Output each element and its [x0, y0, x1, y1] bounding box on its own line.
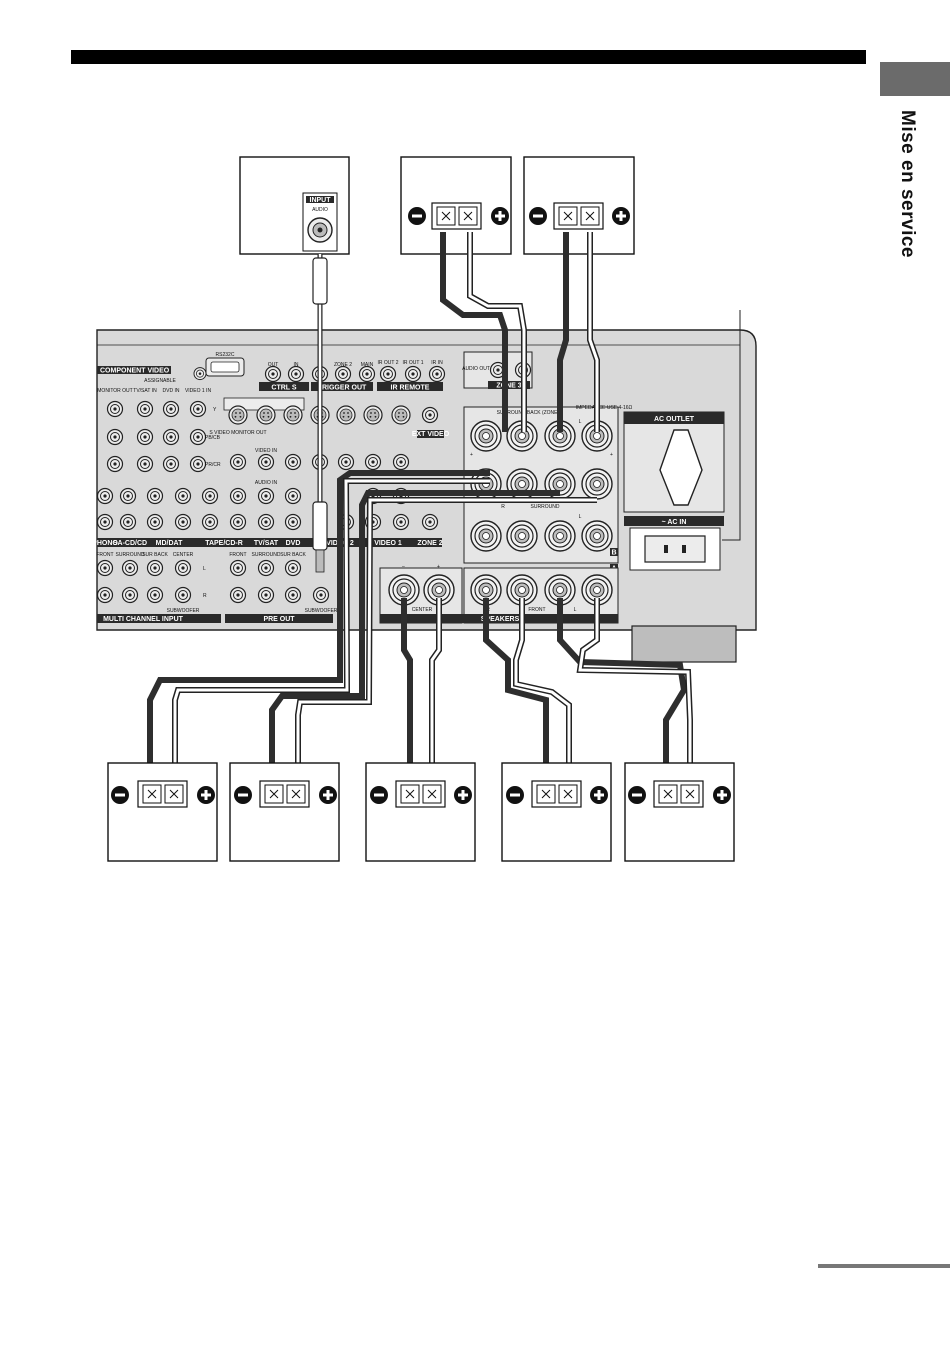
speaker-surround-back-right [400, 156, 512, 255]
input-dvd: DVD [286, 540, 301, 547]
ir-out1-label: IR OUT 1 [402, 360, 423, 366]
preout-subwoofer: SUBWOOFER [305, 608, 338, 614]
input-video1: VIDEO 1 [374, 540, 402, 547]
preout-surround: SURROUND [252, 552, 281, 558]
assignable-label: ASSIGNABLE [144, 378, 176, 384]
input-mddat: MD/DAT [156, 540, 183, 547]
ir-in-label: IR IN [431, 360, 443, 366]
mci-front: FRONT [96, 552, 113, 558]
mci-surback: SUR BACK [142, 552, 168, 558]
input-zone2: ZONE 2 [417, 540, 442, 547]
ac-outlet-label: AC OUTLET [654, 416, 695, 423]
speakers-label: SPEAKERS [481, 616, 520, 623]
receiver-rear-panel: RS232C COMPONENT VIDEO ASSIGNABLE MONITO… [92, 310, 757, 663]
subwoofer-box: INPUT AUDIO [239, 156, 350, 255]
surround-r-label: R [501, 504, 505, 510]
impedance-label: IMPEDANCE USE 4-16Ω [576, 405, 633, 411]
continue-rule [818, 1264, 950, 1268]
ctrl-s-in-label: IN [294, 362, 299, 368]
mci-surround: SURROUND [116, 552, 145, 558]
surround-label: SURROUND [531, 504, 560, 510]
surround-l-label: L [579, 514, 582, 520]
trigger-main-label: MAIN [361, 362, 374, 368]
ir-remote-label: IR REMOTE [391, 385, 430, 392]
ir-out2-label: IR OUT 2 [377, 360, 398, 366]
input-tvsat: TV/SAT [254, 540, 279, 547]
comp-col-dvd: DVD IN [163, 388, 180, 394]
speaker-cables [147, 232, 693, 790]
ctrl-s-label: CTRL S [271, 385, 296, 392]
comp-col-video1: VIDEO 1 IN [185, 388, 212, 394]
comp-row-pb: PB/CB [205, 435, 221, 441]
zone3-label: ZONE 3 [496, 383, 521, 390]
preout-surback: SUR BACK [280, 552, 306, 558]
front-l-label: L [574, 607, 577, 613]
speaker-center [365, 762, 476, 862]
audio-in-label: AUDIO IN [255, 480, 278, 486]
mci-l: L [203, 566, 206, 572]
pre-out-label: PRE OUT [263, 616, 295, 623]
header-bar [71, 50, 866, 64]
preout-front: FRONT [229, 552, 246, 558]
subwoofer-input-label: INPUT [310, 197, 332, 204]
component-video-label: COMPONENT VIDEO [100, 368, 170, 375]
speaker-surround-right [229, 762, 340, 862]
b-label: B [611, 550, 616, 557]
mci-center: CENTER [173, 552, 194, 558]
subwoofer-audio-label: AUDIO [312, 207, 328, 213]
center-minus: – [402, 564, 405, 570]
sb-plus-label: + [470, 452, 473, 458]
trigger-out-label: TRIGGER OUT [318, 385, 367, 392]
section-label: Mise en service [897, 110, 918, 258]
comp-row-y: Y [213, 407, 217, 413]
sb-l-label: L [579, 419, 582, 425]
speaker-surround-back-left [523, 156, 635, 255]
comp-col-tvsat: TV/SAT IN [133, 388, 157, 394]
trigger-zone2-label: ZONE 2 [334, 362, 352, 368]
section-tab [880, 62, 950, 96]
speaker-surround-left [107, 762, 218, 862]
ext-video-label: EXT VIDEO [412, 431, 450, 438]
ctrl-s-out-label: OUT [268, 362, 279, 368]
front-label: FRONT [528, 607, 545, 613]
input-tapecdr: TAPE/CD-R [205, 540, 243, 547]
center-plus: + [437, 564, 440, 570]
subwoofer-audio-jack [307, 217, 333, 243]
mci-subwoofer: SUBWOOFER [167, 608, 200, 614]
rs232c-label: RS232C [216, 352, 235, 358]
mci-r: R [203, 593, 207, 599]
speaker-front-right [501, 762, 612, 862]
s-video-monitor-label: S VIDEO MONITOR OUT [209, 430, 266, 436]
ac-in-label: ~ AC IN [662, 519, 687, 526]
speaker-front-left [624, 762, 735, 862]
sb-plus-label-2: + [610, 452, 613, 458]
multi-channel-input-label: MULTI CHANNEL INPUT [103, 616, 184, 623]
zone3-audio-out-label: AUDIO OUT [462, 366, 490, 372]
comp-row-pr: PR/CR [205, 462, 221, 468]
surround-back-label: SURROUND BACK (ZONE 2) [497, 410, 564, 416]
comp-col-monitor: MONITOR OUT [97, 388, 132, 394]
input-sacd: SA-CD/CD [113, 540, 147, 547]
video-in-label: VIDEO IN [255, 448, 277, 454]
center-label: CENTER [412, 607, 433, 613]
input-phono: PHONO [92, 540, 118, 547]
